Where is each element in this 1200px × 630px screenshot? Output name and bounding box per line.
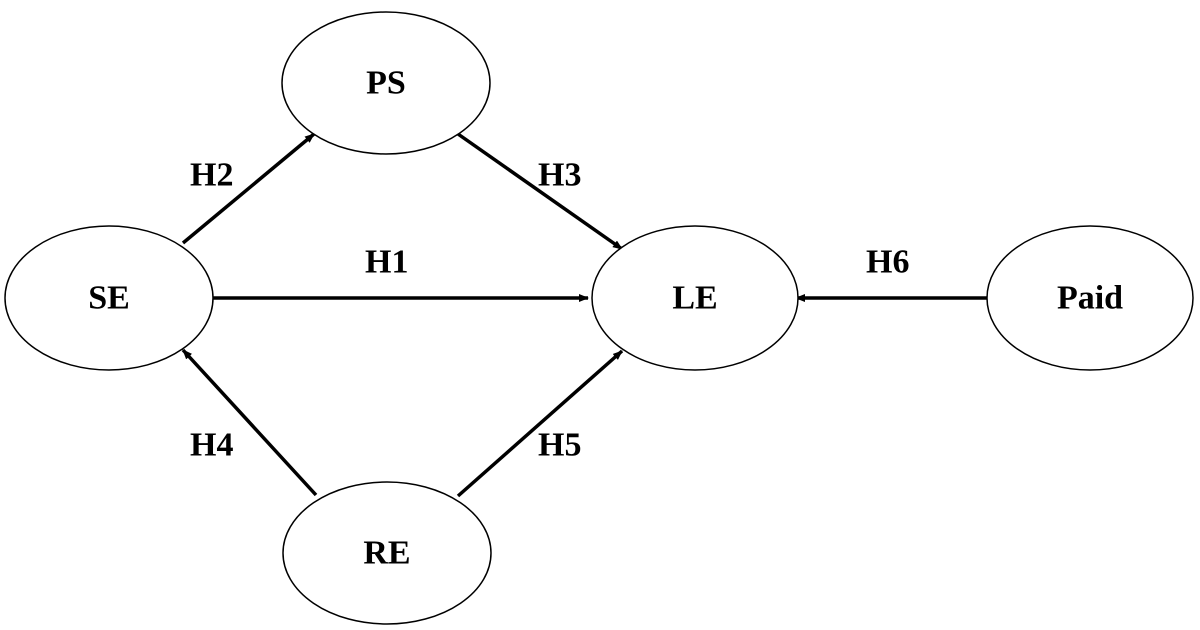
edge-h2: H2 bbox=[181, 132, 316, 245]
node-ps: PS bbox=[281, 11, 491, 155]
node-le: LE bbox=[591, 225, 799, 371]
edge-label-h5: H5 bbox=[538, 427, 581, 464]
node-paid: Paid bbox=[986, 225, 1194, 371]
edge-h6: H6 bbox=[795, 244, 988, 302]
edge-label-h4: H4 bbox=[190, 427, 233, 464]
edge-label-h3: H3 bbox=[538, 157, 581, 194]
edge-label-h2: H2 bbox=[190, 157, 233, 194]
edge-h3: H3 bbox=[456, 132, 624, 251]
node-label-ps: PS bbox=[366, 65, 406, 102]
node-label-le: LE bbox=[672, 280, 717, 317]
edge-h4: H4 bbox=[181, 348, 318, 497]
node-label-re: RE bbox=[363, 535, 410, 572]
node-se: SE bbox=[4, 225, 214, 371]
node-label-paid: Paid bbox=[1057, 280, 1123, 317]
edge-h1: H1 bbox=[211, 244, 589, 302]
node-re: RE bbox=[282, 481, 492, 625]
edge-h5: H5 bbox=[456, 349, 624, 498]
edge-label-h6: H6 bbox=[866, 244, 909, 281]
edge-label-h1: H1 bbox=[365, 244, 408, 281]
node-label-se: SE bbox=[88, 280, 130, 317]
